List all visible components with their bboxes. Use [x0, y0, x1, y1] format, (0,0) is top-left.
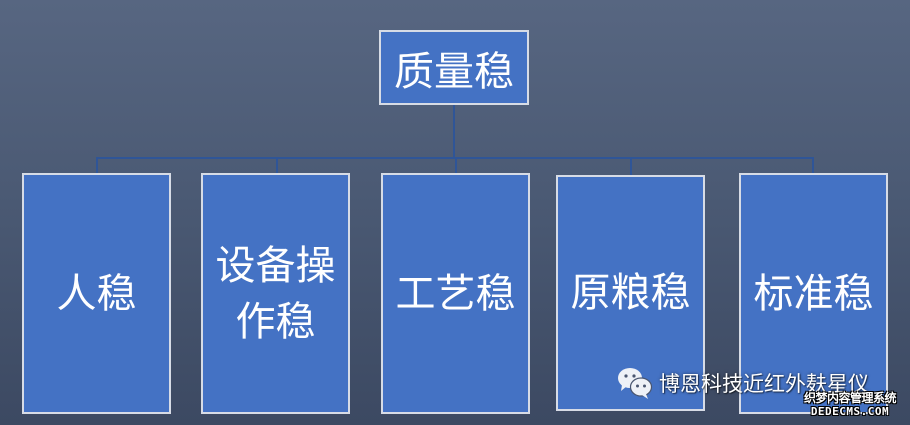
child-node-equipment-operation: 设备操作稳 — [201, 173, 350, 414]
child-connector-3 — [455, 157, 457, 173]
child-node-person: 人稳 — [22, 173, 171, 414]
root-node-label: 质量稳 — [394, 48, 514, 95]
root-connector — [453, 105, 455, 158]
child-connector-2 — [276, 157, 278, 173]
wechat-icon — [618, 368, 653, 399]
wechat-watermark: 博恩科技近红外麸星仪 — [617, 366, 869, 400]
child-connector-5 — [812, 157, 814, 173]
child-node-label: 设备操作稳 — [215, 242, 336, 345]
child-connector-1 — [96, 157, 98, 173]
child-node-label: 人稳 — [56, 270, 137, 317]
child-node-standard: 标准稳 — [739, 173, 888, 414]
child-node-label: 标准稳 — [753, 270, 874, 317]
watermark-account-name: 博恩科技近红外麸星仪 — [659, 372, 869, 396]
site-watermark: 织梦内容管理系统 DEDECMS.COM — [800, 391, 900, 419]
site-watermark-line1: 织梦内容管理系统 — [803, 391, 897, 405]
child-connector-4 — [630, 157, 632, 175]
root-node: 质量稳 — [379, 30, 529, 105]
child-node-label: 原粮稳 — [570, 270, 691, 316]
site-watermark-line2: DEDECMS.COM — [810, 405, 890, 418]
child-node-process: 工艺稳 — [381, 173, 530, 414]
child-node-label: 工艺稳 — [395, 270, 516, 317]
